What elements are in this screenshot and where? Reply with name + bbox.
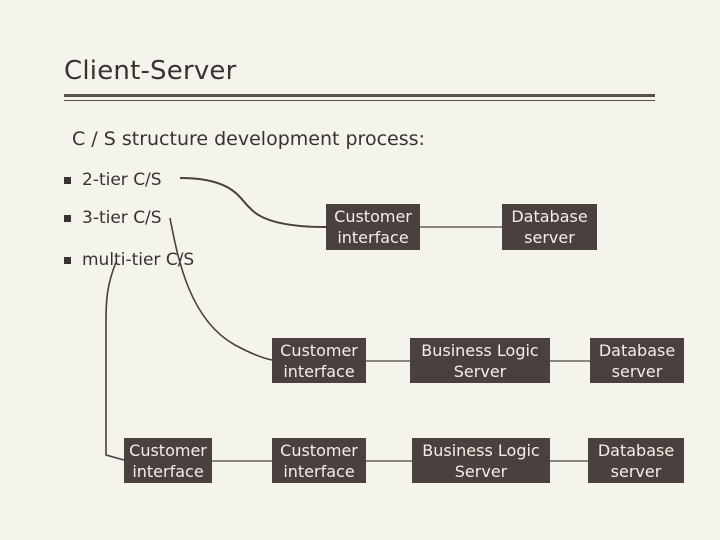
bullet-square-icon (64, 256, 71, 264)
bullet-multi-tier: multi-tier C/S (64, 250, 194, 270)
box-multi-customer-interface-inner: Customer interface (272, 438, 366, 483)
box-multi-business-logic-server: Business Logic Server (412, 438, 550, 483)
slide-title: Client-Server (64, 56, 237, 86)
bullet-square-icon (64, 176, 71, 184)
box-3tier-database-server: Database server (590, 338, 684, 383)
bullet-label: multi-tier C/S (82, 250, 195, 270)
slide-subtitle: C / S structure development process: (72, 128, 425, 150)
bullet-label: 3-tier C/S (82, 208, 162, 228)
callout-2-tier (179, 177, 327, 228)
callout-3-tier (169, 217, 273, 361)
box-2tier-customer-interface: Customer interface (326, 204, 420, 250)
bullet-label: 2-tier C/S (82, 170, 162, 190)
bullet-3-tier: 3-tier C/S (64, 208, 162, 228)
box-3tier-business-logic-server: Business Logic Server (410, 338, 550, 383)
box-3tier-customer-interface: Customer interface (272, 338, 366, 383)
title-rule-thick (64, 94, 655, 97)
bullet-square-icon (64, 214, 71, 222)
box-multi-database-server: Database server (588, 438, 684, 483)
box-multi-customer-interface-outer: Customer interface (124, 438, 212, 483)
callout-multi-tier (105, 261, 125, 461)
box-2tier-database-server: Database server (502, 204, 597, 250)
title-rule-thin (64, 100, 655, 101)
bullet-2-tier: 2-tier C/S (64, 170, 162, 190)
